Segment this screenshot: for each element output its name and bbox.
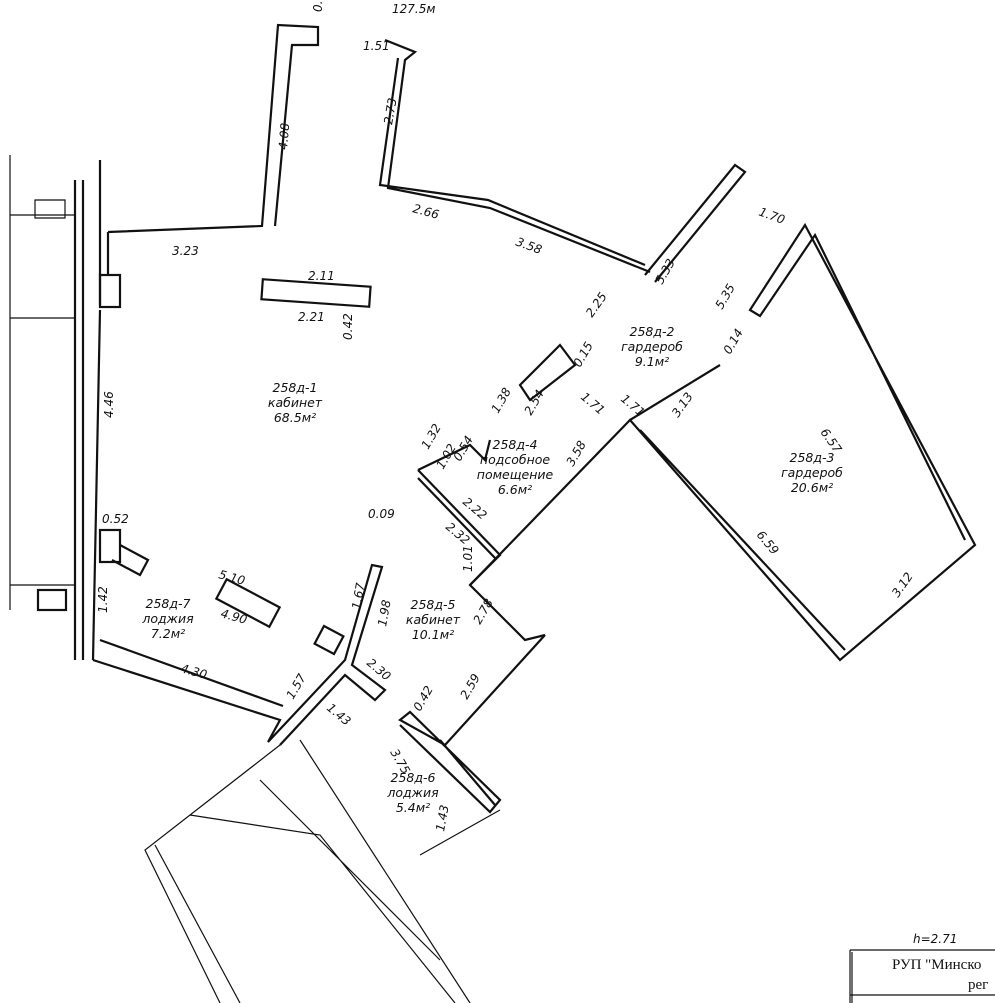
dimension-label: 2.78 <box>470 596 496 626</box>
dimension-label: 1.51 <box>363 39 390 53</box>
dimension-label: 1.43 <box>324 701 353 729</box>
dimension-label: 0.52 <box>102 512 129 526</box>
room-id-label: 258д-3 <box>790 450 835 465</box>
stamp-line-2: рег <box>968 977 988 993</box>
room-name-label: подсобное <box>480 452 551 467</box>
dimension-label: 2.11 <box>308 269 335 283</box>
dimension-label: 1.71 <box>618 392 647 420</box>
room-name-label: лоджия <box>386 785 439 800</box>
stamp-line-1: РУП "Минско <box>892 957 981 973</box>
dimension-label: 1.71 <box>578 390 607 418</box>
dimension-label: 2.21 <box>298 310 325 324</box>
total-area-label: 127.5м <box>392 2 435 16</box>
dimension-label: 4.08 <box>276 122 292 150</box>
room-area-label: 10.1м² <box>412 627 454 642</box>
dimension-label: 0.42 <box>410 683 435 713</box>
room-area-label: 7.2м² <box>151 626 185 641</box>
dimension-label: 0.14 <box>720 326 745 356</box>
room-area-label: 68.5м² <box>274 410 316 425</box>
dimension-label: 0.15 <box>570 339 595 369</box>
room-id-label: 258д-2 <box>630 324 675 339</box>
dimension-label: 3.58 <box>563 438 589 468</box>
dimension-label: 5.10 <box>217 567 247 588</box>
ceiling-height-label: h=2.71 <box>913 932 957 946</box>
walls <box>9 23 977 1003</box>
room-labels: 258д-1кабинет68.5м²258д-2гардероб9.1м²25… <box>141 324 843 815</box>
dimension-label: 0.09 <box>368 507 395 521</box>
dimension-label: 1.38 <box>488 385 514 415</box>
room-name-label: лоджия <box>141 611 194 626</box>
dimension-label: 2.30 <box>364 656 394 684</box>
dimension-label: 6.59 <box>754 528 782 557</box>
dimension-label: 1.70 <box>757 205 787 227</box>
dimension-label: 2.32 <box>443 520 472 548</box>
dimension-label: 4.46 <box>102 391 116 418</box>
room-name-label: гардероб <box>621 339 683 354</box>
dimension-label: 1.98 <box>375 598 393 627</box>
dimension-label: 1.57 <box>283 671 309 701</box>
dimension-label: 1.01 <box>461 545 475 572</box>
room-id-label: 258д-4 <box>493 437 538 452</box>
dimension-label: 0.42 <box>341 313 355 340</box>
dimension-label: 1.42 <box>96 586 110 613</box>
dimension-label: 2.59 <box>457 671 482 701</box>
dimension-label: 2.66 <box>411 201 441 222</box>
dimension-label: 4.30 <box>179 661 209 682</box>
dimension-label: 3.23 <box>172 244 199 258</box>
title-stamp: РУП "Минско рег <box>849 949 995 1003</box>
room-area-label: 9.1м² <box>635 354 669 369</box>
dimension-label: 5.35 <box>712 281 737 311</box>
room-id-label: 258д-1 <box>273 380 318 395</box>
room-area-label: 6.6м² <box>498 482 532 497</box>
dimension-label: 2.25 <box>583 290 610 320</box>
room-id-label: 258д-5 <box>411 597 456 612</box>
room-name-label: гардероб <box>781 465 843 480</box>
room-name-label: кабинет <box>268 395 323 410</box>
dimension-label: 3.58 <box>514 235 544 257</box>
dimension-label: 1.43 <box>433 804 451 833</box>
room-name-label: кабинет <box>406 612 461 627</box>
dimension-label: 4.90 <box>219 606 249 627</box>
room-name2-label: помещение <box>477 467 554 482</box>
room-area-label: 20.6м² <box>791 480 833 495</box>
room-id-label: 258д-6 <box>391 770 436 785</box>
dimension-label: 3.12 <box>889 570 916 600</box>
dimension-label: 1.32 <box>418 421 443 451</box>
room-area-label: 5.4м² <box>396 800 430 815</box>
dimension-label: 1.67 <box>349 581 367 610</box>
dimension-labels: 0.141.512.734.083.232.663.581.705.335.35… <box>96 0 916 833</box>
dimension-label: 2.73 <box>381 97 399 126</box>
dimension-label: 0.14 <box>311 0 325 12</box>
room-id-label: 258д-7 <box>146 596 191 611</box>
